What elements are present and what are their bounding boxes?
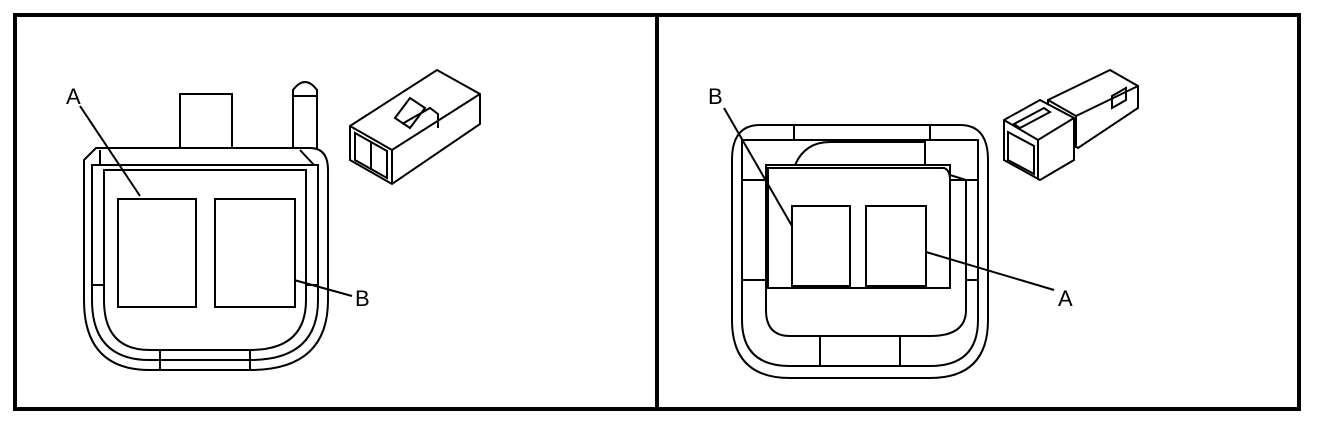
leader-line-b: [293, 279, 353, 297]
leader-line-a: [925, 251, 1055, 291]
top-tab: [179, 93, 233, 155]
label-b: B: [355, 286, 370, 311]
leader-line-b: [723, 107, 793, 227]
right-connector-isometric: [1003, 68, 1139, 182]
label-a: A: [66, 84, 81, 109]
cavity-a: [117, 198, 197, 308]
right-panel: B A: [708, 68, 1139, 379]
leader-line-a: [79, 105, 141, 197]
connector-body-outer: [731, 124, 989, 379]
cavity-a: [865, 205, 927, 287]
left-panel: A B: [66, 68, 481, 371]
left-connector-face: [83, 81, 329, 371]
left-connector-isometric: [349, 68, 481, 186]
right-connector-face: [731, 124, 989, 379]
cavity-b: [214, 198, 296, 308]
label-b: B: [708, 84, 723, 109]
label-a: A: [1058, 286, 1073, 311]
cavity-b: [791, 205, 851, 287]
